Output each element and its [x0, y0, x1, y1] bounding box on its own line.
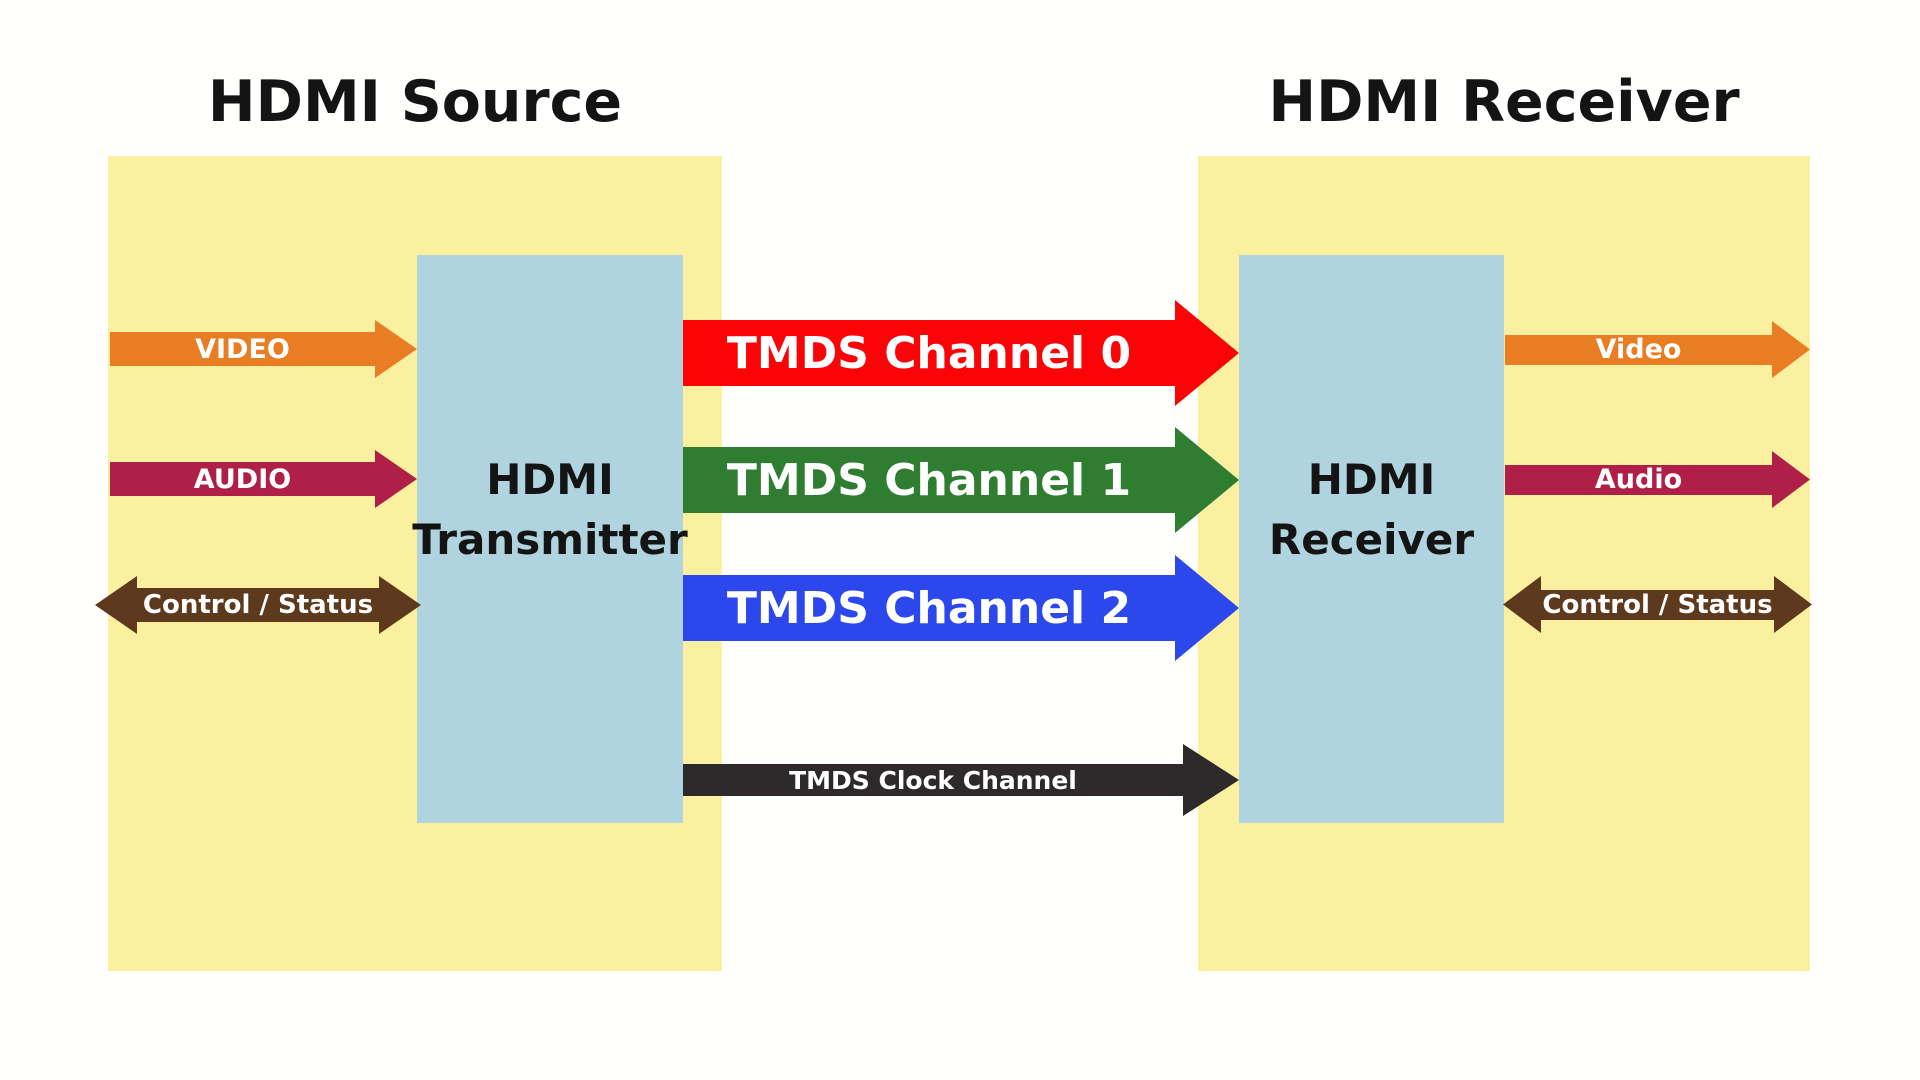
- control-status-left-label: Control / Status: [142, 590, 374, 620]
- audio-input-arrow-shaft: AUDIO: [110, 462, 375, 496]
- control-status-right-arrowhead-icon: [1503, 576, 1541, 633]
- tmds-clock-channel-arrowhead-icon: [1183, 744, 1239, 816]
- source-title: HDMI Source: [207, 69, 623, 135]
- video-input-arrow-head-icon: [375, 320, 417, 378]
- control-status-right-arrowhead-right-icon: [1774, 576, 1812, 633]
- audio-input-arrow-head-icon: [375, 450, 417, 508]
- receiver-title: HDMI Receiver: [1268, 69, 1740, 135]
- tmds-channel-0-shaft: TMDS Channel 0: [683, 320, 1175, 386]
- tmds-channel-1-arrowhead-icon: [1175, 427, 1239, 533]
- tmds-channel-2-label: TMDS Channel 2: [726, 582, 1132, 634]
- tmds-channel-2-arrowhead-icon: [1175, 555, 1239, 661]
- tmds-channel-2-shaft: TMDS Channel 2: [683, 575, 1175, 641]
- hdmi-transmitter-label-line2: Transmitter: [412, 515, 688, 564]
- audio-output-arrow: Audio: [1505, 451, 1810, 508]
- tmds-clock-channel-label: TMDS Clock Channel: [789, 765, 1077, 795]
- hdmi-receiver-label-line1: HDMI: [1307, 455, 1436, 504]
- video-input-label: VIDEO: [195, 333, 290, 365]
- control-status-right-arrow-shaft: Control / Status: [1541, 589, 1774, 620]
- tmds-channel-1-label: TMDS Channel 1: [726, 454, 1132, 506]
- control-status-left-arrow-shaft: Control / Status: [137, 588, 379, 622]
- control-status-left-arrowhead-icon: [95, 576, 137, 634]
- tmds-clock-channel-shaft: TMDS Clock Channel: [683, 764, 1183, 796]
- audio-output-label: Audio: [1594, 464, 1683, 495]
- hdmi-transmitter-label-line1: HDMI: [486, 455, 614, 504]
- control-status-left-arrow: Control / Status: [95, 576, 421, 634]
- tmds-channel-2-arrow: TMDS Channel 2: [683, 555, 1239, 661]
- control-status-right-label: Control / Status: [1542, 589, 1773, 620]
- video-output-label: Video: [1595, 334, 1682, 365]
- control-status-right-arrow: Control / Status: [1503, 576, 1812, 633]
- hdmi-receiver-label-line2: Receiver: [1268, 515, 1475, 564]
- hdmi-receiver-box: HDMI Receiver: [1239, 255, 1504, 823]
- audio-input-label: AUDIO: [193, 463, 292, 495]
- video-output-arrow: Video: [1505, 321, 1810, 378]
- audio-input-arrow: AUDIO: [110, 450, 417, 508]
- tmds-channel-1-arrow: TMDS Channel 1: [683, 427, 1239, 533]
- video-input-arrow: VIDEO: [110, 320, 417, 378]
- tmds-channel-1-shaft: TMDS Channel 1: [683, 447, 1175, 513]
- audio-output-arrow-shaft: Audio: [1505, 464, 1772, 495]
- tmds-channel-0-arrow: TMDS Channel 0: [683, 300, 1239, 406]
- video-input-arrow-shaft: VIDEO: [110, 332, 375, 366]
- tmds-channel-0-label: TMDS Channel 0: [726, 327, 1132, 379]
- control-status-left-arrowhead-right-icon: [379, 576, 421, 634]
- tmds-channel-0-arrowhead-icon: [1175, 300, 1239, 406]
- video-output-arrow-shaft: Video: [1505, 334, 1772, 365]
- audio-output-arrow-head-icon: [1772, 451, 1810, 508]
- video-output-arrow-head-icon: [1772, 321, 1810, 378]
- hdmi-transmitter-box: HDMI Transmitter: [412, 255, 688, 823]
- tmds-clock-channel-arrow: TMDS Clock Channel: [683, 744, 1239, 816]
